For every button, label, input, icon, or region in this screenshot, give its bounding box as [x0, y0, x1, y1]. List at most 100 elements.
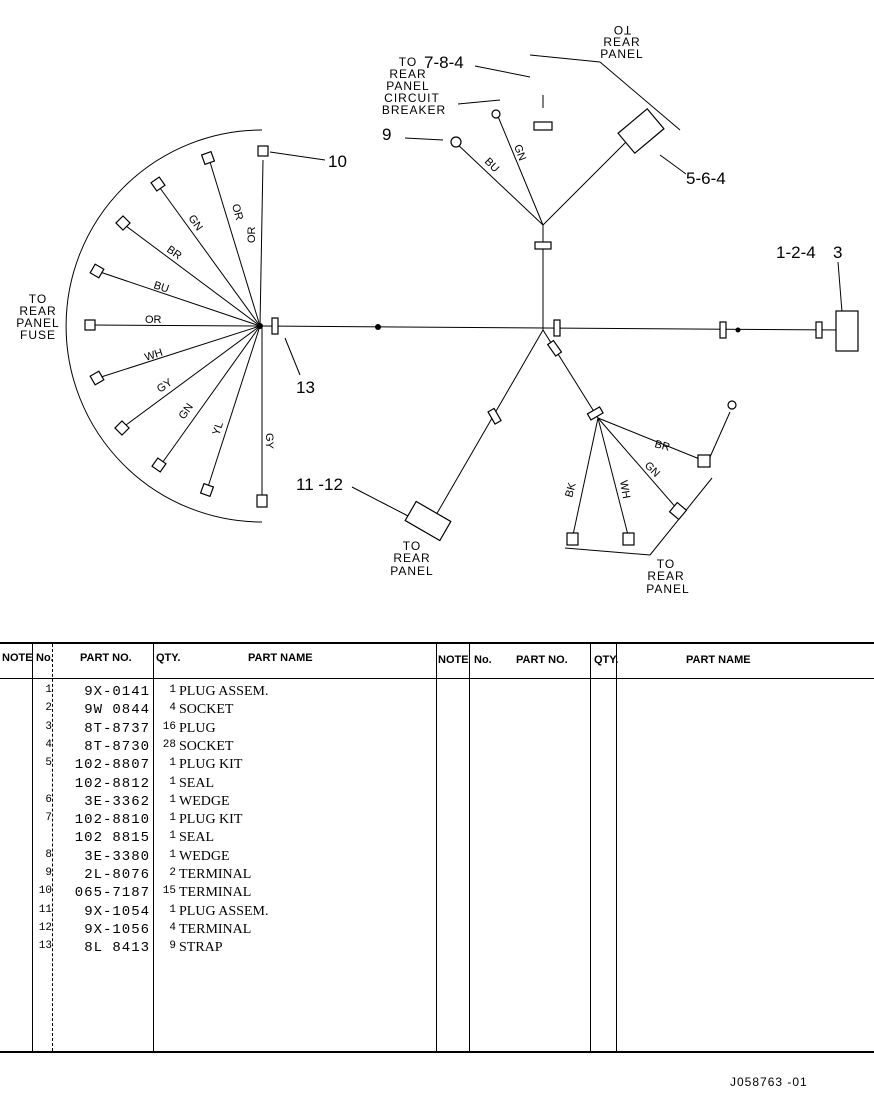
column-divider	[616, 644, 617, 1051]
part-number: 9X-1054	[84, 903, 150, 920]
terminal-connector	[697, 454, 711, 468]
part-name: PLUG KIT	[179, 757, 243, 773]
part-number: 8L 8413	[84, 940, 150, 957]
header-part-no: PART NO.	[80, 652, 132, 664]
dest-breaker-line: REAR	[389, 67, 426, 81]
wire-label: GY	[263, 433, 275, 450]
strap	[815, 321, 823, 339]
item-number: 7	[45, 812, 52, 825]
part-number: 102-8812	[74, 775, 150, 792]
wire-label: OR	[145, 314, 162, 326]
dest-right-panel-line: REAR	[647, 569, 684, 583]
wire-label: WH	[617, 479, 632, 499]
callout-9: 9	[382, 125, 391, 144]
splice	[257, 323, 263, 329]
dest-breaker-line: CIRCUIT	[384, 91, 440, 105]
wire-label: YL	[210, 420, 226, 437]
terminal-connector	[668, 501, 688, 521]
callout-11-12: 11 -12	[296, 475, 343, 494]
header-no-2: No.	[474, 654, 492, 666]
part-name: TERMINAL	[179, 885, 252, 901]
quantity: 1	[169, 848, 176, 861]
header-note: NOTE	[2, 652, 33, 664]
terminal-connector	[200, 150, 216, 166]
part-name: SEAL	[179, 775, 214, 791]
column-divider	[153, 644, 154, 1051]
parts-table: NOTE No. PART NO. QTY. PART NAME NOTE No…	[0, 642, 874, 1053]
terminal-connector	[566, 532, 579, 546]
item-number: 9	[45, 867, 52, 879]
part-name: TERMINAL	[179, 867, 252, 882]
part-name: PLUG ASSEM.	[179, 903, 269, 919]
item-number: 10	[38, 885, 52, 898]
part-number: 3E-3380	[84, 848, 150, 865]
wiring-harness-diagram: OR OR GN BR BU OR WH GY GN YL GY BU GN B…	[16, 23, 859, 596]
plug-connector	[835, 310, 859, 352]
quantity: 1	[169, 684, 176, 696]
ring-terminal	[491, 109, 501, 119]
wire-label: BR	[164, 244, 183, 263]
quantity: 28	[162, 738, 176, 751]
dest-fuse-line: TO	[29, 292, 47, 306]
part-name: SEAL	[179, 830, 214, 846]
part-number: 102-8810	[74, 812, 150, 829]
item-number: 3	[45, 720, 52, 733]
terminal-connector	[89, 370, 105, 386]
wire-label: GN	[642, 460, 662, 480]
callout-1-2-4: 1-2-4	[776, 243, 816, 262]
part-number: 065-7187	[74, 885, 150, 902]
part-name: SOCKET	[179, 702, 234, 718]
header-qty: QTY.	[156, 652, 181, 664]
dest-fuse-line: PANEL	[16, 316, 59, 330]
terminal-connector	[257, 145, 269, 157]
strap	[546, 339, 563, 357]
column-divider	[436, 644, 437, 1051]
wire-label: OR	[229, 203, 245, 222]
header-part-name: PART NAME	[248, 652, 313, 664]
part-name: PLUG KIT	[179, 812, 243, 828]
terminal-connector	[150, 176, 166, 192]
ring-terminal	[727, 400, 737, 410]
strap	[487, 407, 502, 425]
wire-label: GY	[155, 376, 175, 395]
callout-13: 13	[296, 378, 315, 397]
column-divider	[32, 644, 33, 1051]
quantity: 1	[169, 830, 176, 843]
part-number: 8T-8737	[84, 720, 150, 737]
part-number: 9W 0844	[84, 702, 150, 719]
callout-7-8-4: 7-8-4	[424, 53, 464, 72]
column-divider	[469, 644, 470, 1051]
header-divider	[0, 678, 874, 679]
callout-5-6-4: 5-6-4	[686, 169, 726, 188]
part-number: 102-8807	[74, 757, 150, 774]
quantity: 1	[169, 793, 176, 806]
header-no: No.	[36, 652, 54, 664]
quantity: 1	[169, 812, 176, 825]
part-name: WEDGE	[179, 848, 230, 864]
strap	[533, 121, 553, 131]
part-name: PLUG	[179, 720, 216, 736]
dest-top-panel-line: TO	[613, 23, 631, 37]
strap	[719, 321, 727, 339]
dest-top-panel-line: PANEL	[600, 47, 643, 61]
wire-label: GN	[511, 143, 528, 163]
drawing-number: J058763 -01	[730, 1075, 808, 1089]
dest-breaker-line: BREAKER	[382, 103, 446, 117]
quantity: 2	[169, 867, 176, 879]
dest-right-panel-line: PANEL	[646, 582, 689, 596]
callout-10: 10	[328, 152, 347, 171]
wire-label: BU	[482, 156, 501, 175]
header-part-name-2: PART NAME	[686, 654, 751, 666]
strap	[271, 317, 279, 335]
terminal-connector	[115, 215, 131, 231]
